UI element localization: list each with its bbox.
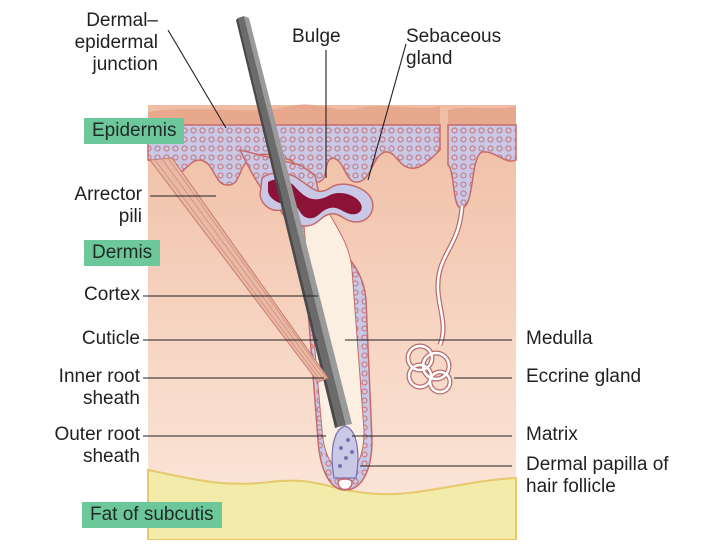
label-cortex: Cortex [84,284,140,306]
label-matrix: Matrix [526,424,578,446]
label-eccrine-gland: Eccrine gland [526,366,641,388]
label-dermal-papilla: Dermal papilla of hair follicle [526,454,669,498]
tag-fat-of-subcutis: Fat of subcutis [82,502,222,528]
tag-epidermis: Epidermis [84,118,184,144]
label-inner-root-sheath: Inner root sheath [59,366,140,410]
tag-dermis: Dermis [84,240,160,266]
label-arrector-pili: Arrector pili [74,184,142,228]
label-bulge: Bulge [292,26,341,48]
label-cuticle: Cuticle [82,328,140,350]
label-dermal-epidermal-junction: Dermal– epidermal junction [75,10,158,76]
label-sebaceous-gland: Sebaceous gland [406,26,501,70]
label-medulla: Medulla [526,328,593,350]
label-outer-root-sheath: Outer root sheath [54,424,140,468]
